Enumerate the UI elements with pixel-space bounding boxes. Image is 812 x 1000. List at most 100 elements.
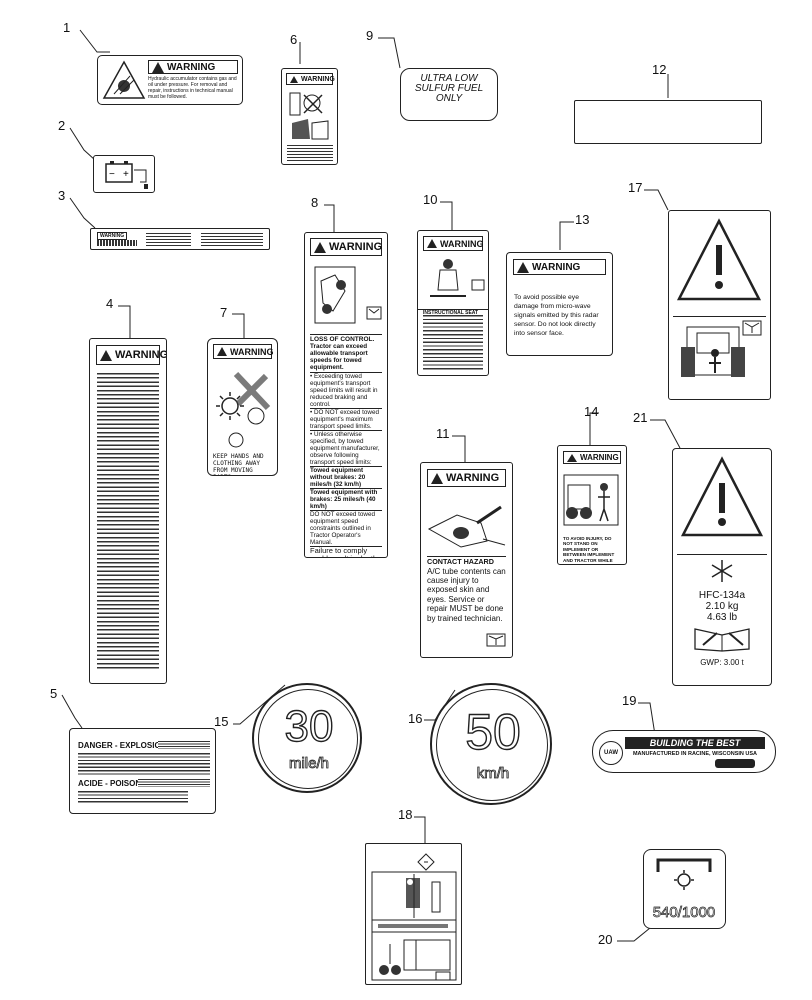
callout-21: 21 xyxy=(633,410,648,425)
fuel-line-2: SULFUR FUEL xyxy=(414,83,484,94)
decal-1-accumulator-warning: WARNING Hydraulic accumulator contains g… xyxy=(97,55,243,105)
leader-19 xyxy=(638,702,656,736)
seat-operator-pictogram-icon xyxy=(430,259,485,297)
leader-7 xyxy=(232,313,245,338)
text-lines xyxy=(158,741,210,749)
decal-18-transport-warning xyxy=(365,843,462,985)
warning-header: WARNING xyxy=(563,451,621,464)
decal-9-text: ULTRA LOW SULFUR FUEL ONLY xyxy=(401,74,497,104)
warning-triangle-large-icon xyxy=(680,456,764,537)
callout-14: 14 xyxy=(584,404,599,419)
callout-8: 8 xyxy=(311,195,319,210)
leader-8 xyxy=(324,204,335,232)
leader-9 xyxy=(378,37,401,69)
decal-8-intro: Tractor can exceed allowable transport s… xyxy=(310,343,368,371)
warning-triangle-icon xyxy=(100,349,112,361)
refrigerant-lb: 4.63 lb xyxy=(706,612,738,623)
inner-ring xyxy=(436,689,548,801)
callout-12: 12 xyxy=(652,62,667,77)
manufactured-in-label: MANUFACTURED IN RACINE, WISCONSIN USA xyxy=(632,751,758,757)
warning-header: WARNING xyxy=(96,345,166,365)
leader-20 xyxy=(617,927,651,942)
snowflake-icon xyxy=(711,560,733,582)
pto-speed-value: 540/1000 xyxy=(652,904,716,922)
leader-10 xyxy=(440,201,453,230)
contact-hazard-title: CONTACT HAZARD xyxy=(427,556,506,567)
decal-9-fuel: ULTRA LOW SULFUR FUEL ONLY xyxy=(400,68,498,121)
inner-ring xyxy=(258,689,358,789)
fuel-line-3: ONLY xyxy=(435,93,463,104)
decal-1-body: Hydraulic accumulator contains gas and o… xyxy=(148,76,237,100)
text-lines xyxy=(97,240,137,246)
pto-shaft-icon xyxy=(656,858,712,890)
warning-triangle-large-icon xyxy=(676,218,762,301)
callout-16: 16 xyxy=(408,711,423,726)
decal-3-strip-warning: WARNING xyxy=(90,228,270,250)
acide-poison-label: ACIDE - POISON xyxy=(78,779,142,788)
svg-text:−: − xyxy=(109,169,115,180)
decal-8-bullet: • Exceeding towed equipment's transport … xyxy=(310,372,382,408)
svg-text:+: + xyxy=(123,169,129,180)
decal-12-blank xyxy=(574,100,762,144)
warning-triangle-icon xyxy=(567,453,577,462)
decal-19-emblem: UAW BUILDING THE BEST MANUFACTURED IN RA… xyxy=(592,730,776,773)
warning-header: WARNING xyxy=(286,73,335,85)
warning-header: WARNING xyxy=(213,344,274,359)
warning-triangle-icon xyxy=(427,239,437,248)
refrigerant-kg: 2.10 kg xyxy=(705,601,739,612)
refrigerant-info: HFC-134a 2.10 kg 4.63 lb xyxy=(673,590,771,623)
decal-7-moving-parts-warning: WARNING KEEP HANDS AND CLOTHING AWAY FRO… xyxy=(207,338,278,476)
leader-21 xyxy=(650,419,681,449)
danger-explosion-label: DANGER - EXPLOSION xyxy=(78,741,167,750)
gwp-label: GWP: 3.00 t xyxy=(700,658,744,667)
callout-2: 2 xyxy=(58,118,66,133)
brand-logo xyxy=(715,759,755,768)
leader-1 xyxy=(79,29,110,53)
hand-spray-pictogram-icon xyxy=(427,505,506,548)
instructional-seat-title: INSTRUCTIONAL SEAT xyxy=(418,309,488,316)
leader-2 xyxy=(69,127,96,161)
callout-10: 10 xyxy=(423,192,438,207)
pictogram-icon xyxy=(289,92,329,140)
callout-9: 9 xyxy=(366,28,374,43)
leader-17 xyxy=(644,189,669,211)
decal-11-body: A/C tube contents can cause injury to ex… xyxy=(427,566,506,623)
warning-header: WARNING xyxy=(427,469,506,487)
callout-13: 13 xyxy=(575,212,590,227)
manual-wrench-icon xyxy=(694,628,750,652)
refrigerant-type: HFC-134a xyxy=(698,590,746,601)
decal-2-battery: − + xyxy=(93,155,155,193)
decal-14-body: TO AVOID INJURY, DO NOT STAND ON IMPLEME… xyxy=(563,536,616,564)
decal-8-bullet: • Unless otherwise specified, by towed e… xyxy=(310,430,382,466)
speed-value-50: 50 xyxy=(464,704,521,760)
leader-18 xyxy=(414,816,426,843)
warning-triangle-icon xyxy=(217,347,227,356)
decal-7-body: KEEP HANDS AND CLOTHING AWAY FROM MOVING… xyxy=(213,453,264,475)
fuel-line-1: ULTRA LOW xyxy=(420,73,478,84)
callout-3: 3 xyxy=(58,188,66,203)
warning-header: WARNING xyxy=(310,238,382,256)
callout-17: 17 xyxy=(628,180,643,195)
warning-triangle-icon xyxy=(431,472,443,484)
loss-of-control-title: LOSS OF CONTROL. xyxy=(310,334,382,343)
tractor-bystander-pictogram-icon xyxy=(681,320,762,377)
decal-17-tractor-warning xyxy=(668,210,771,400)
warning-header: WARNING xyxy=(423,236,484,251)
callout-4: 4 xyxy=(106,296,114,311)
decal-8-text: LOSS OF CONTROL. Tractor can exceed allo… xyxy=(305,334,387,557)
callout-5: 5 xyxy=(50,686,58,701)
text-lines xyxy=(78,791,188,803)
transport-pictogram-icon xyxy=(371,853,457,981)
decal-20-pto-speed: 540/1000 xyxy=(643,849,726,929)
decal-8-loss-of-control-warning: WARNING LOSS OF CONTROL. Tractor can exc… xyxy=(304,232,388,558)
building-the-best-banner: BUILDING THE BEST xyxy=(625,737,765,749)
decal-8-footer: Failure to comply could result in death … xyxy=(310,546,382,557)
decal-21-refrigerant: HFC-134a 2.10 kg 4.63 lb GWP: 3.00 t xyxy=(672,448,772,686)
warning-header: WARNING xyxy=(148,60,238,74)
leader-14 xyxy=(589,412,599,445)
decal-15-speed-30: 30 mile/h xyxy=(252,683,362,793)
decal-14-implement-warning: WARNING TO AVOID INJURY, DO NOT STAND ON… xyxy=(557,445,627,565)
leader-4 xyxy=(118,305,131,338)
text-lines xyxy=(423,315,483,371)
